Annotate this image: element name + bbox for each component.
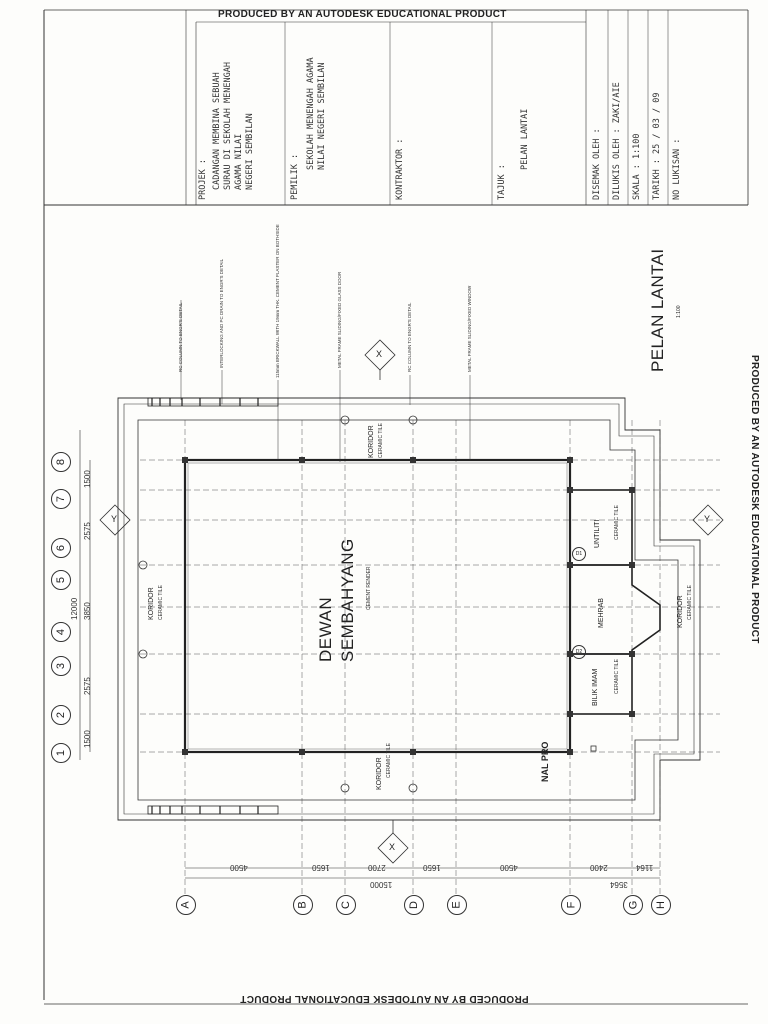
section-marker-y-right: Y bbox=[704, 514, 711, 524]
projek-label: PROJEK : bbox=[198, 159, 208, 200]
kontraktor-label: KONTRAKTOR : bbox=[395, 138, 405, 200]
room-bilik-imam-finish: CERAMIC TILE bbox=[614, 659, 620, 694]
pemilik-line-2: NILAI NEGERI SEMBILAN bbox=[317, 62, 327, 170]
dim-left-1: 4500 bbox=[230, 863, 248, 872]
door-tag-d1: D1 bbox=[572, 547, 586, 561]
dim-left-6: 2400 bbox=[590, 863, 608, 872]
dim-top-1: 1500 bbox=[83, 730, 92, 748]
section-marker-x-top: X bbox=[376, 349, 383, 359]
room-koridor-left-finish: CERAMIC TILE bbox=[158, 585, 164, 620]
room-koridor-top: KORIDOR bbox=[368, 425, 375, 458]
note-rc-column-2: RC COLUMN TO ENGR'S DETAIL bbox=[407, 302, 412, 372]
note-brickwall: 115mm BRICKWALL WITH 19mm THK. CEMENT PL… bbox=[275, 224, 280, 378]
grid-bubble-h: H bbox=[651, 895, 671, 915]
grid-bubble-6: 6 bbox=[51, 538, 71, 558]
plan-scale: 1:100 bbox=[676, 305, 682, 318]
tajuk-value: PELAN LANTAI bbox=[520, 108, 530, 170]
dim-total-left: 15000 bbox=[370, 880, 393, 889]
tajuk-label: TAJUK : bbox=[497, 164, 507, 200]
dim-top-5: 1500 bbox=[83, 470, 92, 488]
dim-left-4: 1650 bbox=[423, 863, 441, 872]
dim-top-3: 3850 bbox=[83, 602, 92, 620]
grid-bubble-f: F bbox=[561, 895, 581, 915]
projek-line-4: NEGERI SEMBILAN bbox=[245, 113, 255, 190]
dilukis-oleh: DILUKIS OLEH : ZAKI/AIE bbox=[612, 82, 622, 200]
dim-top-2: 2575 bbox=[83, 677, 92, 695]
note-rc-column-1: RC COLUMN TO ENGR'S DETAIL bbox=[178, 302, 183, 372]
grid-bubble-3: 3 bbox=[51, 656, 71, 676]
grid-bubble-4: 4 bbox=[51, 622, 71, 642]
grid-bubble-e: E bbox=[447, 895, 467, 915]
no-lukisan: NO LUKISAN : bbox=[672, 138, 682, 200]
note-glass-door: METAL FRAME SLIDING/FIXED GLASS DOOR bbox=[337, 271, 342, 368]
projek-block: PROJEK : bbox=[198, 20, 209, 200]
room-koridor-right-finish: CERAMIC TILE bbox=[687, 585, 693, 620]
tarikh: TARIKH : 25 / 03 / 09 bbox=[652, 92, 662, 200]
room-koridor-top-finish: CERAMIC TILE bbox=[378, 423, 384, 458]
section-marker-y-left: Y bbox=[111, 514, 118, 524]
room-koridor-right: KORIDOR bbox=[677, 595, 684, 628]
dim-g: 3564 bbox=[610, 880, 628, 889]
section-marker-x-bottom: X bbox=[389, 842, 396, 852]
room-mehrab: MEHRAB bbox=[598, 598, 605, 628]
dim-left-2: 1650 bbox=[312, 863, 330, 872]
projek-line-3: AGAMA NILAI bbox=[234, 133, 244, 190]
room-dewan-finish: CEMENT RENDER bbox=[366, 566, 372, 610]
grid-bubble-5: 5 bbox=[51, 570, 71, 590]
room-koridor-bottom-finish: CERAMIC TILE bbox=[386, 743, 392, 778]
grid-bubble-b: B bbox=[293, 895, 313, 915]
room-dewan: DEWAN bbox=[316, 596, 335, 662]
note-drain: INTERLOCKING AND PC DRAIN TO ENGR'S DETA… bbox=[219, 258, 224, 368]
room-koridor-bottom: KORIDOR bbox=[376, 757, 383, 790]
room-koridor-left: KORIDOR bbox=[148, 587, 155, 620]
room-bilik-imam: BILIK IMAM bbox=[592, 668, 599, 706]
grid-bubble-a: A bbox=[176, 895, 196, 915]
grid-bubble-8: 8 bbox=[51, 452, 71, 472]
projek-lines: CADANGAN MEMBINA SEBUAH SURAU DI SEKOLAH… bbox=[212, 62, 256, 190]
grid-bubble-d: D bbox=[404, 895, 424, 915]
disemak-oleh: DISEMAK OLEH : bbox=[592, 128, 602, 200]
nal-pro-label: NAL PRO bbox=[540, 741, 550, 782]
room-utiliti: UNTILITI bbox=[594, 519, 601, 548]
watermark-top: PRODUCED BY AN AUTODESK EDUCATIONAL PROD… bbox=[218, 9, 507, 20]
pemilik-label: PEMILIK : bbox=[290, 153, 300, 200]
grid-bubble-2: 2 bbox=[51, 705, 71, 725]
dim-top-4: 2575 bbox=[83, 522, 92, 540]
grid-bubble-g: G bbox=[623, 895, 643, 915]
pemilik-lines: SEKOLAH MENENGAH AGAMA NILAI NEGERI SEMB… bbox=[306, 57, 328, 170]
dim-left-5: 4500 bbox=[500, 863, 518, 872]
room-utiliti-finish: CERAMIC TILE bbox=[614, 505, 620, 540]
projek-line-2: SURAU DI SEKOLAH MENENGAH bbox=[223, 62, 233, 190]
room-sembahyang: SEMBAHYANG bbox=[338, 538, 357, 662]
projek-line-1: CADANGAN MEMBINA SEBUAH bbox=[212, 72, 222, 190]
grid-bubble-c: C bbox=[336, 895, 356, 915]
dim-left-7: 1164 bbox=[636, 863, 654, 872]
dim-left-3: 2700 bbox=[368, 863, 386, 872]
grid-bubble-7: 7 bbox=[51, 489, 71, 509]
skala: SKALA : 1:100 bbox=[632, 133, 642, 200]
note-window: METAL FRAME SLIDING/FIXED WINDOW bbox=[467, 285, 472, 372]
plan-title: PELAN LANTAI bbox=[648, 248, 667, 372]
door-tag-d2: D2 bbox=[572, 645, 586, 659]
grid-bubble-1: 1 bbox=[51, 743, 71, 763]
pemilik-line-1: SEKOLAH MENENGAH AGAMA bbox=[306, 57, 316, 170]
dim-total-top: 12000 bbox=[70, 597, 79, 620]
